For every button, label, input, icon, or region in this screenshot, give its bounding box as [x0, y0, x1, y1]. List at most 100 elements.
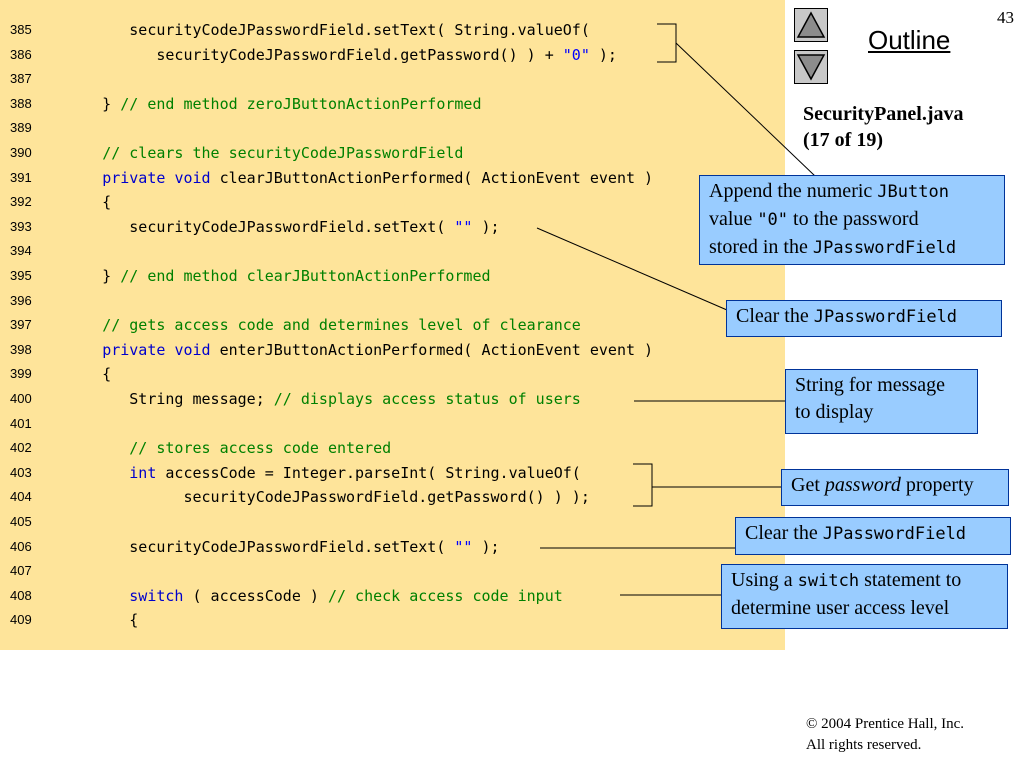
code-token: String message; [48, 390, 274, 408]
code-line: 394 [0, 239, 785, 263]
line-number: 391 [10, 169, 32, 185]
code-line: 385 securityCodeJPasswordField.setText( … [0, 18, 785, 42]
file-title: SecurityPanel.java (17 of 19) [803, 101, 964, 153]
code-token: ); [472, 537, 500, 556]
code-text: { [48, 608, 138, 632]
line-number: 388 [10, 95, 32, 111]
next-slide-button[interactable] [794, 50, 828, 84]
callout-code: JPasswordField [812, 238, 957, 258]
code-text: { [48, 362, 111, 386]
line-number: 408 [10, 587, 32, 603]
outline-link[interactable]: Outline [868, 25, 951, 55]
code-text: // gets access code and determines level… [48, 313, 581, 337]
code-token: ( accessCode ) [183, 586, 328, 605]
code-token: securityCodeJPasswordField.setText( Stri… [48, 21, 590, 39]
callout-text: value [709, 208, 758, 230]
code-token: securityCodeJPasswordField.getPassword()… [48, 488, 590, 507]
code-string: "" [454, 217, 473, 236]
code-line: 406 securityCodeJPasswordField.setText( … [0, 535, 785, 559]
code-keyword: private [102, 340, 166, 359]
code-text: securityCodeJPasswordField.getPassword()… [48, 485, 590, 509]
page-number: 43 [997, 8, 1014, 27]
callout-text: Using a [731, 569, 798, 591]
code-line: 404 securityCodeJPasswordField.getPasswo… [0, 485, 785, 509]
code-line: 397 // gets access code and determines l… [0, 313, 785, 337]
code-text: String message; // displays access statu… [48, 387, 581, 411]
callout-text: statement to [859, 569, 962, 591]
code-line: 387 [0, 67, 785, 91]
previous-slide-button[interactable] [794, 8, 828, 42]
callout-string-message: String for message to display [785, 369, 978, 434]
code-comment: // check access code input [327, 586, 563, 605]
code-text: } // end method zeroJButtonActionPerform… [48, 92, 481, 116]
callout-code: JPasswordField [822, 524, 967, 544]
line-number: 392 [10, 194, 32, 210]
line-number: 385 [10, 22, 32, 37]
code-comment: // clears the securityCodeJPasswordField [102, 144, 464, 162]
code-text: securityCodeJPasswordField.setText( Stri… [48, 18, 590, 42]
code-token: securityCodeJPasswordField.getPassword()… [48, 45, 563, 64]
line-number: 390 [10, 145, 32, 160]
line-number: 401 [10, 415, 32, 431]
file-part: (17 of 19) [803, 129, 883, 151]
code-string: "" [454, 537, 473, 556]
code-token: { [48, 365, 112, 384]
code-text: int accessCode = Integer.parseInt( Strin… [48, 461, 581, 485]
code-keyword: void [174, 168, 211, 187]
line-number: 399 [10, 366, 32, 382]
code-text: private void enterJButtonActionPerformed… [48, 338, 653, 362]
code-line: 395 } // end method clearJButtonActionPe… [0, 264, 785, 288]
code-line: 389 [0, 116, 785, 140]
code-line: 407 [0, 559, 785, 583]
line-number: 386 [10, 46, 32, 62]
code-line: 405 [0, 510, 785, 534]
code-keyword: switch [129, 586, 184, 605]
code-keyword: void [174, 340, 211, 359]
code-token: accessCode = Integer.parseInt( String.va… [156, 463, 581, 482]
line-number: 387 [10, 71, 32, 87]
code-string: "0" [562, 45, 590, 64]
code-comment: // displays access status of users [273, 390, 581, 408]
line-number: 404 [10, 489, 32, 505]
code-text: switch ( accessCode ) // check access co… [48, 584, 563, 608]
line-number: 398 [10, 341, 32, 357]
code-line: 408 switch ( accessCode ) // check acces… [0, 584, 785, 608]
code-comment: // gets access code and determines level… [102, 316, 581, 335]
callout-text: determine user access level [731, 597, 950, 619]
line-number: 393 [10, 218, 32, 234]
code-line: 393 securityCodeJPasswordField.setText( … [0, 215, 785, 239]
callout-text: to the password [788, 208, 919, 230]
code-line: 398 private void enterJButtonActionPerfo… [0, 338, 785, 362]
code-line: 390 // clears the securityCodeJPasswordF… [0, 141, 785, 165]
callout-code: "0" [757, 210, 789, 230]
code-listing: 385 securityCodeJPasswordField.setText( … [0, 0, 785, 650]
code-line: 401 [0, 412, 785, 436]
copyright-line: © 2004 Prentice Hall, Inc. [806, 716, 965, 732]
copyright-notice: © 2004 Prentice Hall, Inc. All rights re… [806, 714, 964, 756]
code-text: securityCodeJPasswordField.getPassword()… [48, 43, 617, 67]
code-comment: // end method zeroJButtonActionPerformed [120, 94, 482, 113]
line-number: 406 [10, 538, 32, 554]
triangle-up-icon [796, 11, 826, 38]
callout-code: JPasswordField [813, 307, 958, 327]
code-token: ); [472, 217, 500, 236]
callout-get-password: Get password property [781, 469, 1009, 506]
line-number: 402 [10, 440, 32, 456]
code-token: securityCodeJPasswordField.setText( [48, 537, 455, 556]
code-comment: // end method clearJButtonActionPerforme… [120, 267, 491, 285]
line-number: 403 [10, 464, 32, 480]
callout-text: Clear the [736, 305, 814, 327]
code-comment: // stores access code entered [129, 439, 392, 458]
code-token: { [48, 193, 112, 212]
code-line: 392 { [0, 190, 785, 214]
code-line: 403 int accessCode = Integer.parseInt( S… [0, 461, 785, 485]
callout-italic: password [824, 474, 901, 496]
code-line: 402 // stores access code entered [0, 436, 785, 460]
code-text: private void clearJButtonActionPerformed… [48, 166, 653, 190]
callout-text: property [900, 474, 974, 496]
code-line: 400 String message; // displays access s… [0, 387, 785, 411]
code-token: } [48, 94, 121, 113]
file-name: SecurityPanel.java [803, 103, 964, 125]
code-line: 386 securityCodeJPasswordField.getPasswo… [0, 43, 785, 67]
